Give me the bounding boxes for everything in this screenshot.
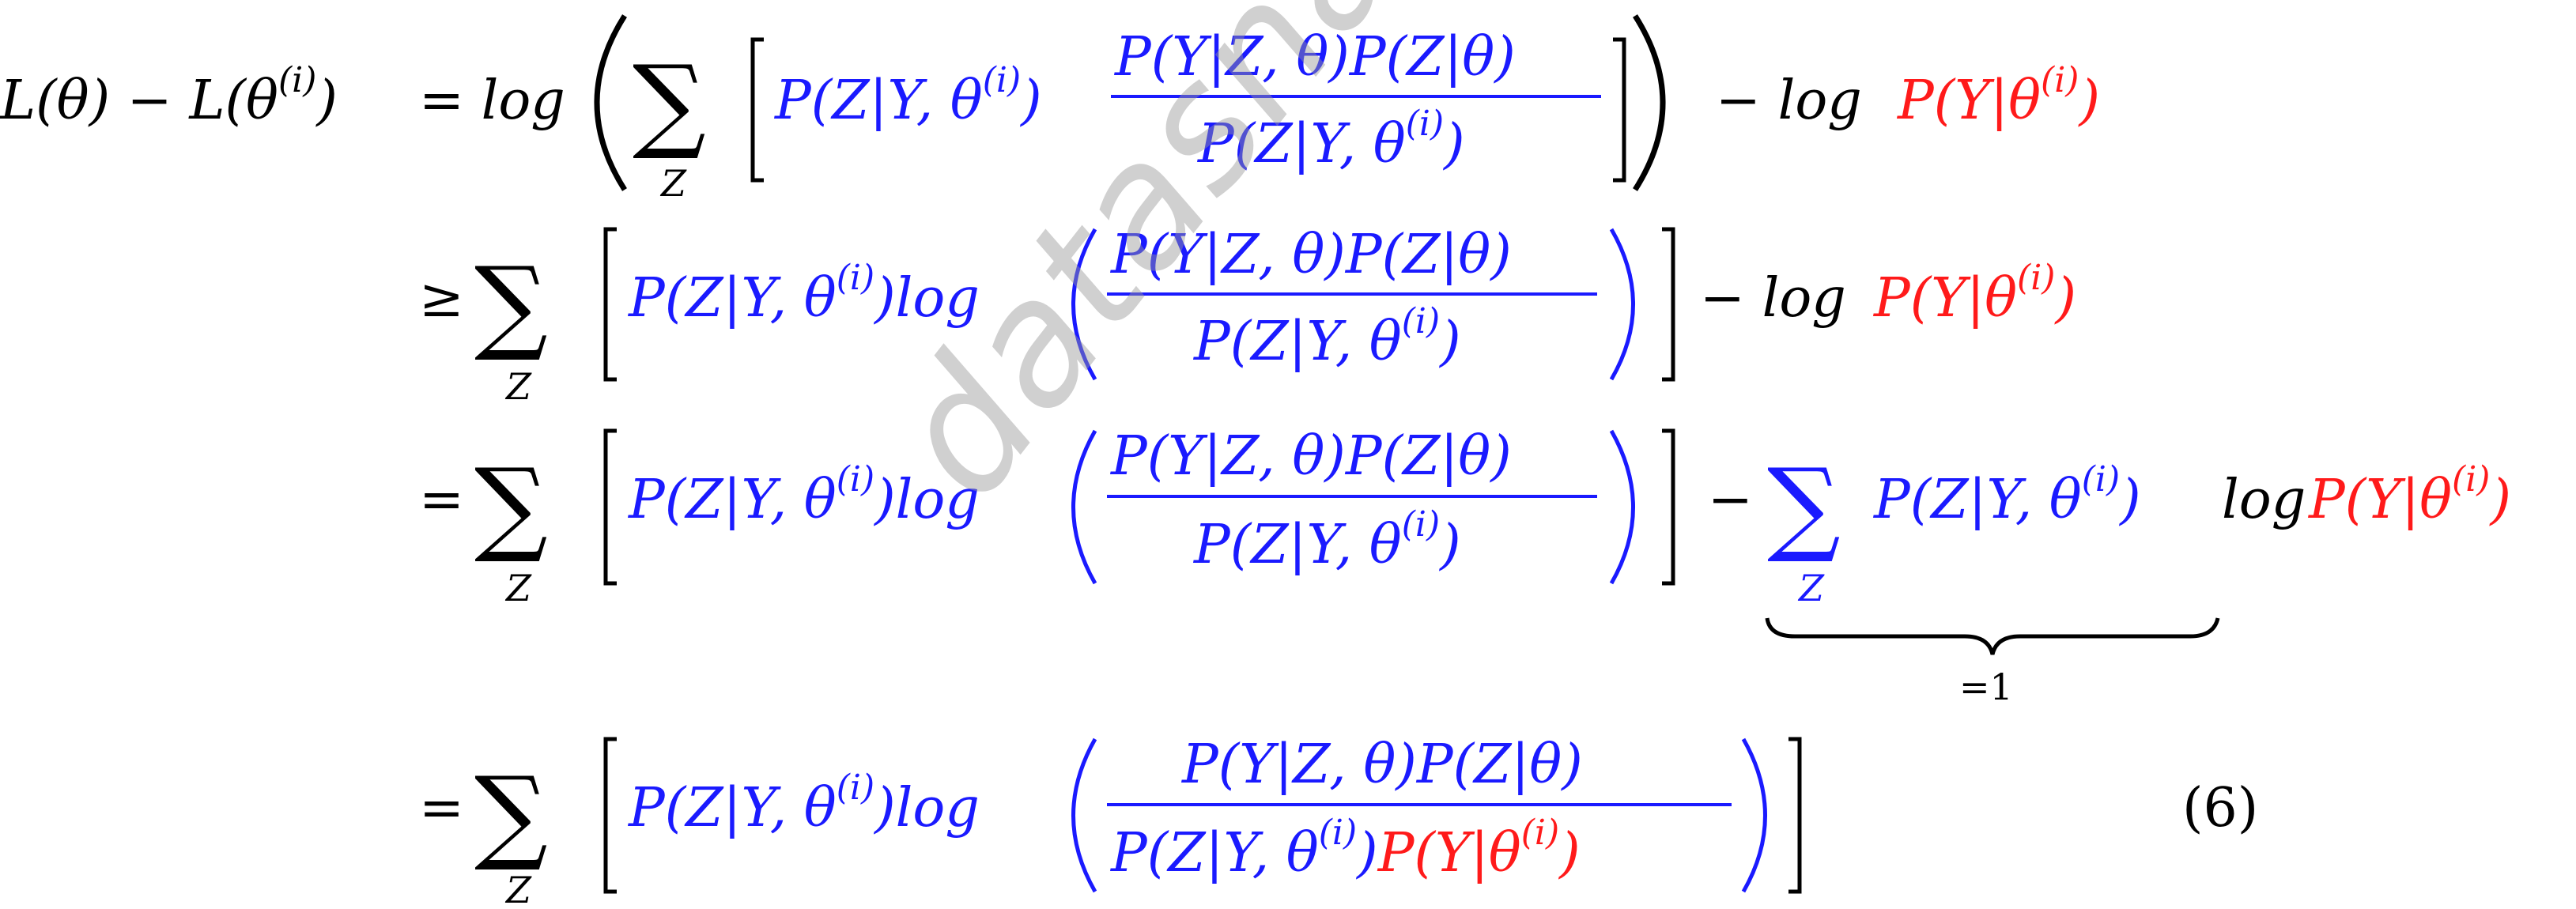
right-paren	[1609, 228, 1635, 381]
blue-term: P(Z|Y, θ(i))	[773, 60, 1042, 132]
line3-relation: =	[419, 469, 464, 531]
blue-term: P(Z|Y, θ(i))log	[627, 258, 980, 330]
left-bracket	[603, 428, 617, 586]
fraction-denominator: P(Z|Y, θ(i))	[1192, 301, 1461, 373]
right-paren	[1741, 737, 1767, 893]
big-left-paren	[594, 14, 627, 191]
right-bracket	[1662, 227, 1675, 382]
red-term: P(Y|θ(i))	[1872, 258, 2076, 330]
blue-term: P(Z|Y, θ(i))log	[627, 459, 980, 531]
red-term: P(Y|θ(i))	[1896, 60, 2100, 132]
equation-line-2: ≥ ∑ Z P(Z|Y, θ(i))log P(Y|Z, θ)P(Z|θ) P(…	[419, 224, 2076, 408]
blue-term: P(Z|Y, θ(i))log	[627, 768, 980, 839]
underbrace-label: =1	[1959, 666, 2013, 708]
minus-log: − log	[1700, 267, 1846, 330]
blue-sum-index: Z	[1797, 567, 1825, 609]
fraction-numerator: P(Y|Z, θ)P(Z|θ)	[1109, 224, 1512, 286]
red-term: P(Y|θ(i))	[2307, 459, 2511, 531]
left-paren	[1071, 429, 1097, 585]
fraction-denominator: P(Z|Y, θ(i))P(Y|θ(i))	[1109, 813, 1581, 884]
equation-number: (6)	[2182, 777, 2258, 839]
equation-line-4: = ∑ Z P(Z|Y, θ(i))log P(Y|Z, θ)P(Z|θ) P(…	[419, 734, 2258, 909]
left-paren	[1071, 737, 1097, 893]
fraction-denominator: P(Z|Y, θ(i))	[1192, 504, 1461, 576]
big-right-paren	[1633, 14, 1666, 191]
left-bracket	[603, 737, 617, 894]
fraction-numerator: P(Y|Z, θ)P(Z|θ)	[1109, 425, 1512, 488]
line4-relation: =	[419, 777, 464, 839]
blue-sum-sign: ∑	[1767, 446, 1841, 566]
sum-index: Z	[504, 869, 532, 909]
line2-relation: ≥	[419, 267, 464, 330]
sum-index: Z	[659, 162, 687, 205]
sum-sign: ∑	[633, 43, 706, 163]
minus-sign: −	[1708, 469, 1753, 531]
equation-line-3: = ∑ Z P(Z|Y, θ(i))log P(Y|Z, θ)P(Z|θ) P(…	[419, 425, 2511, 708]
right-bracket	[1613, 37, 1626, 183]
log-word: log	[2222, 469, 2306, 531]
sum-sign: ∑	[474, 446, 548, 566]
sum-sign: ∑	[474, 244, 548, 364]
left-bracket	[750, 37, 764, 183]
sum-index: Z	[504, 365, 532, 408]
right-bracket	[1662, 428, 1675, 586]
sum-sign: ∑	[474, 754, 548, 874]
right-bracket	[1788, 737, 1802, 894]
left-paren	[1071, 228, 1097, 381]
right-paren	[1609, 429, 1635, 585]
blue-term-2: P(Z|Y, θ(i))	[1872, 459, 2141, 531]
fraction-numerator: P(Y|Z, θ)P(Z|θ)	[1113, 26, 1516, 89]
minus-log: − log	[1716, 70, 1862, 132]
line1-relation: = log	[419, 70, 565, 132]
fraction-numerator: P(Y|Z, θ)P(Z|θ)	[1180, 734, 1583, 796]
left-bracket	[603, 227, 617, 382]
underbrace	[1765, 617, 2220, 655]
sum-index: Z	[504, 567, 532, 609]
lhs-expression: L(θ) − L(θ(i))	[0, 60, 338, 132]
